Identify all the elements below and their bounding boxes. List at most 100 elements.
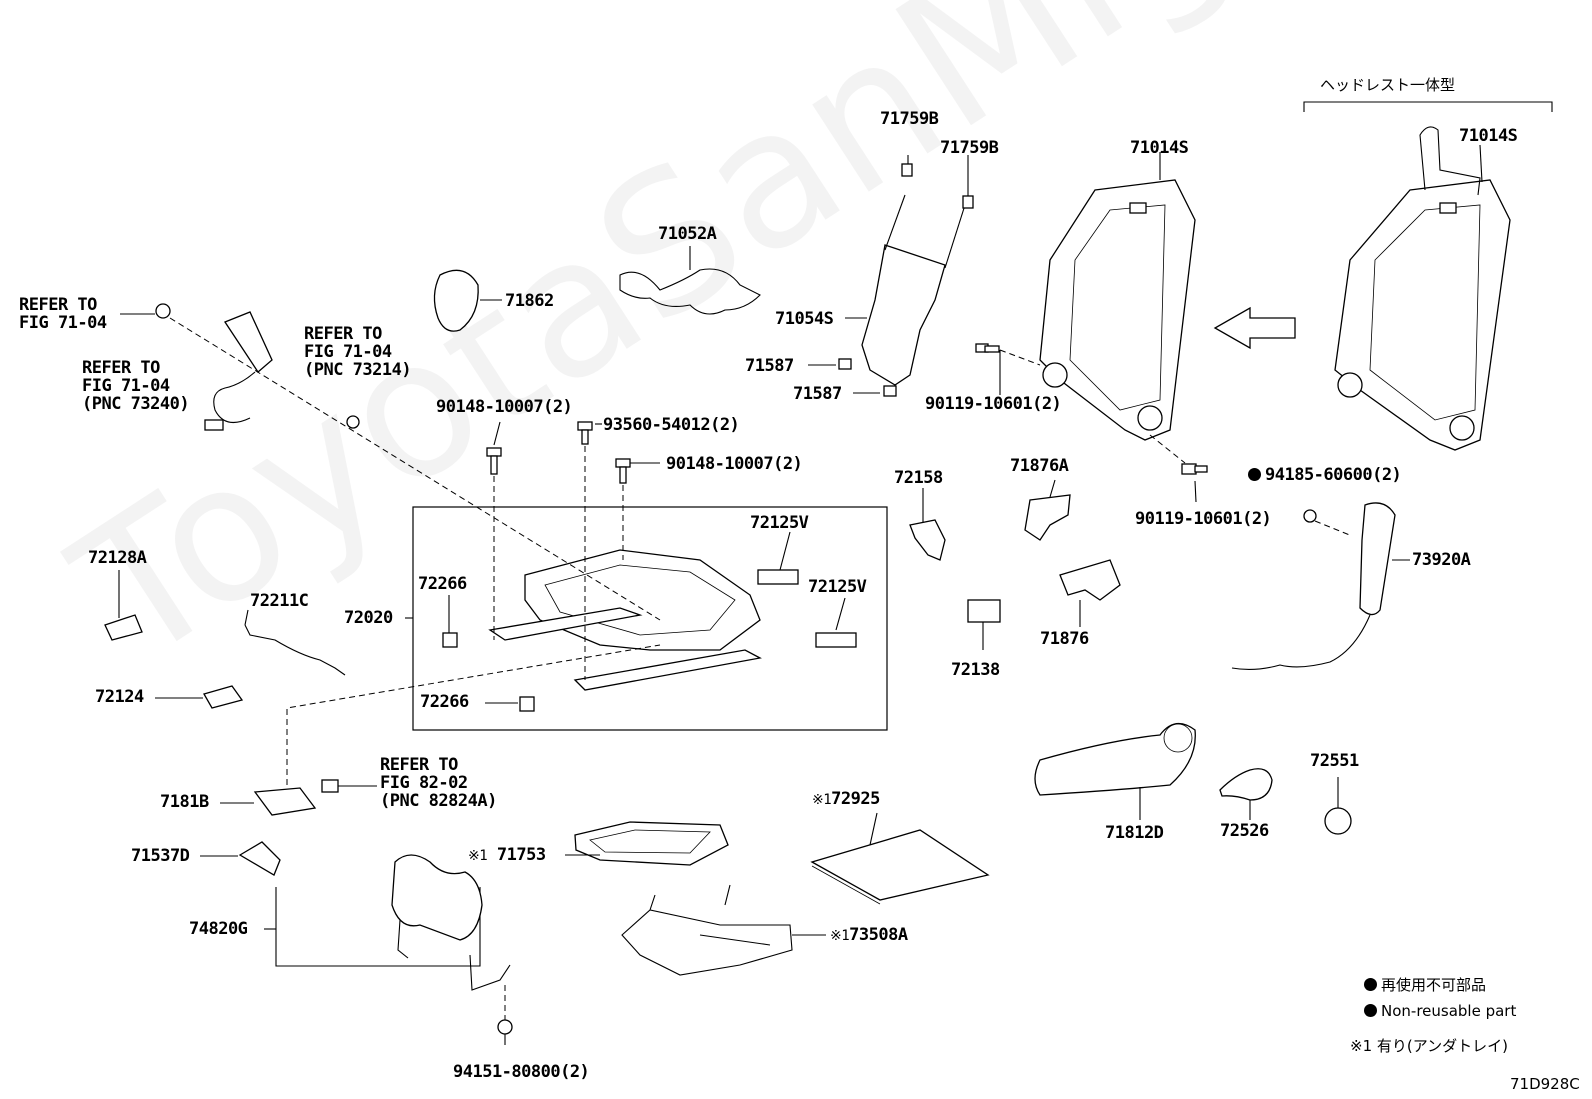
label-71587-2: 71587 <box>793 384 842 404</box>
refer-2-line3: (PNC 73240) <box>82 394 190 414</box>
part-71812d <box>1034 723 1196 796</box>
label-72925: ※172925 <box>812 790 880 809</box>
label-90148-2: 90148-10007(2) <box>666 454 803 474</box>
leader-lines <box>118 144 1483 1045</box>
label-72266-1: 72266 <box>418 574 467 594</box>
headrest-bracket <box>1303 101 1553 112</box>
label-71812d: 71812D <box>1105 823 1164 843</box>
connector-82824a <box>321 779 339 793</box>
label-73508a-text: 73508A <box>849 925 908 945</box>
kome-mark: ※1 <box>468 848 488 864</box>
label-71862: 71862 <box>505 291 554 311</box>
label-94185-text: 94185-60600(2) <box>1265 465 1402 485</box>
label-71014s-1: 71014S <box>1130 138 1189 158</box>
refer-2-line2: FIG 71-04 <box>82 376 170 396</box>
legend-non-reusable-en: Non-reusable part <box>1364 1002 1516 1020</box>
nut-94185 <box>1303 509 1317 523</box>
legend-jp-text: 再使用不可部品 <box>1381 976 1487 994</box>
part-73508a <box>621 884 793 976</box>
legend-kome-note: ※1 有り(アンダトレイ) <box>1350 1037 1508 1055</box>
part-71753 <box>574 821 729 866</box>
refer-3-line3: (PNC 73214) <box>304 360 412 380</box>
label-72020: 72020 <box>344 608 393 628</box>
refer-3-line1: REFER TO <box>304 324 382 344</box>
part-7181b <box>253 787 317 816</box>
non-reusable-dot <box>1364 978 1377 991</box>
refer-4-line2: FIG 82-02 <box>380 773 468 793</box>
label-73508a: ※173508A <box>830 926 908 945</box>
bolt-90148-b <box>615 458 631 484</box>
part-71537d <box>238 841 281 876</box>
refer-2-line1: REFER TO <box>82 358 160 378</box>
label-72925-text: 72925 <box>831 789 880 809</box>
label-94185: 94185-60600(2) <box>1248 465 1402 485</box>
non-reusable-dot <box>1248 468 1261 481</box>
part-72526 <box>1219 768 1273 801</box>
label-71759b-1: 71759B <box>880 109 939 129</box>
label-71014s-2: 71014S <box>1459 126 1518 146</box>
part-72211c <box>244 624 346 676</box>
part-72020 <box>488 549 762 691</box>
legend-en-text: Non-reusable part <box>1381 1002 1517 1020</box>
part-74820g <box>391 854 483 941</box>
label-72128a: 72128A <box>88 548 147 568</box>
refer-4-line1: REFER TO <box>380 755 458 775</box>
label-71759b-2: 71759B <box>940 138 999 158</box>
direction-arrow <box>1213 306 1296 350</box>
bolt-90148-a <box>486 447 502 475</box>
part-72125v-a <box>757 569 799 585</box>
part-72128a <box>104 614 143 641</box>
part-72138 <box>967 599 1001 623</box>
part-71054s <box>861 163 974 386</box>
part-72266-b <box>519 696 535 712</box>
label-90148-1: 90148-10007(2) <box>436 397 573 417</box>
label-72266-2: 72266 <box>420 692 469 712</box>
clip-94151 <box>497 1019 513 1035</box>
non-reusable-dot <box>1364 1004 1377 1017</box>
nut-refer-2 <box>346 415 360 429</box>
nut-refer-1 <box>155 303 171 319</box>
bracket-74820g <box>275 887 481 967</box>
bolt-93560 <box>577 421 593 445</box>
label-90119-1: 90119-10601(2) <box>925 394 1062 414</box>
label-93560: 93560-54012(2) <box>603 415 740 435</box>
part-71862 <box>433 269 479 332</box>
part-72125v-b <box>815 632 857 648</box>
refer-1-line1: REFER TO <box>19 295 97 315</box>
part-73920a <box>1359 502 1396 616</box>
label-7181b: 7181B <box>160 792 209 812</box>
refer-3-line2: FIG 71-04 <box>304 342 392 362</box>
part-72551 <box>1324 807 1352 835</box>
label-72551: 72551 <box>1310 751 1359 771</box>
kome-mark: ※1 <box>812 792 832 808</box>
label-71876a: 71876A <box>1010 456 1069 476</box>
refer-2: REFER TO FIG 71-04 (PNC 73240) <box>82 358 190 414</box>
label-71054s: 71054S <box>775 309 834 329</box>
refer-4: REFER TO FIG 82-02 (PNC 82824A) <box>380 756 497 810</box>
part-72158 <box>909 519 946 561</box>
part-72124 <box>203 685 244 709</box>
refer-3: REFER TO FIG 71-04 (PNC 73214) <box>304 324 412 380</box>
bolt-90119-b <box>1181 463 1208 475</box>
label-71753: ※1 71753 <box>468 846 546 865</box>
label-72158: 72158 <box>894 468 943 488</box>
kome-mark: ※1 <box>830 928 850 944</box>
seatback-frame-2 <box>1334 126 1511 451</box>
label-71537d: 71537D <box>131 846 190 866</box>
part-71587-a <box>838 358 852 370</box>
label-71587-1: 71587 <box>745 356 794 376</box>
label-74820g: 74820G <box>189 919 248 939</box>
label-71753-text: 71753 <box>496 845 546 865</box>
label-73920a: 73920A <box>1412 550 1471 570</box>
label-90119-2: 90119-10601(2) <box>1135 509 1272 529</box>
refer-1: REFER TO FIG 71-04 <box>19 296 107 332</box>
label-72125v-2: 72125V <box>808 577 867 597</box>
part-71052a <box>619 268 761 315</box>
integrated-headrest-label: ヘッドレスト一体型 <box>1320 76 1456 94</box>
label-72526: 72526 <box>1220 821 1269 841</box>
label-72211c: 72211C <box>250 591 309 611</box>
seatbelt-buckle <box>224 311 273 373</box>
part-71876 <box>1059 559 1121 601</box>
label-71052a: 71052A <box>658 224 717 244</box>
